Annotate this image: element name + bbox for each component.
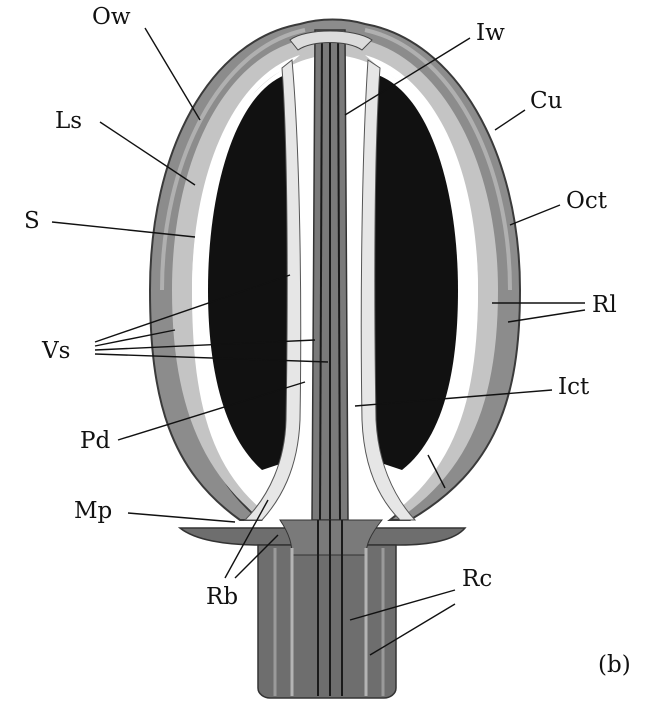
label-cu: Cu	[530, 88, 562, 114]
label-ict: Ict	[558, 374, 590, 400]
leader-mp	[128, 513, 235, 522]
label-vs: Vs	[41, 338, 70, 364]
label-s: S	[24, 208, 40, 234]
label-iw: Iw	[476, 20, 505, 46]
label-rl: Rl	[592, 292, 617, 318]
label-ow: Ow	[92, 4, 131, 30]
panel-tag: (b)	[598, 652, 631, 678]
label-mp: Mp	[74, 498, 112, 524]
label-rc: Rc	[462, 566, 492, 592]
leader-oct	[510, 205, 560, 225]
label-rb: Rb	[206, 584, 238, 610]
label-pd: Pd	[80, 428, 110, 454]
stalk	[258, 545, 396, 698]
label-ls: Ls	[55, 108, 82, 134]
leader-cu	[495, 110, 525, 130]
leader-ow	[145, 28, 200, 120]
label-oct: Oct	[566, 188, 608, 214]
